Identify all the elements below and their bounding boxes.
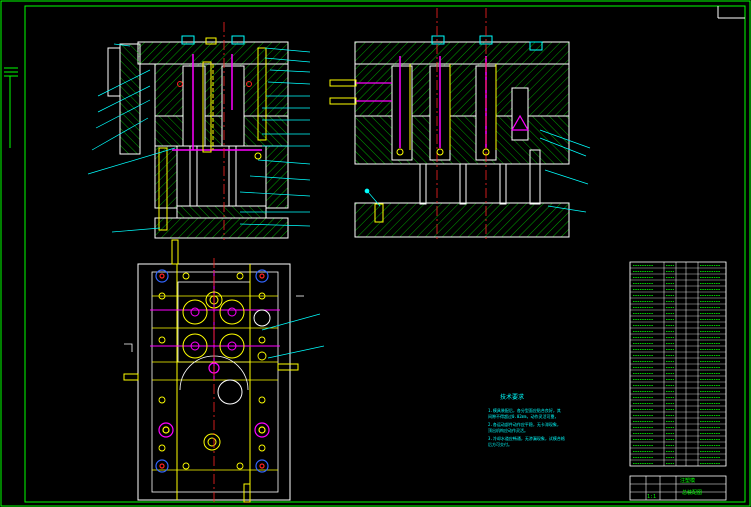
note-line-2: 间隙不得超过0.02mm，动作灵活可靠， xyxy=(488,413,558,419)
title-sheet-label: 总装配图 xyxy=(682,489,702,496)
title-scale: 1:1 xyxy=(647,494,656,500)
leaders-left-view xyxy=(87,43,311,233)
note-line-5: 3.冷却水道应畅通，无渗漏现象，试模合格 xyxy=(488,435,565,441)
note-line-4: 顶出机构应动作灵活。 xyxy=(488,427,528,433)
note-line-6: 后方可交付。 xyxy=(488,441,512,447)
bom-table xyxy=(629,261,727,467)
note-line-3: 2.各运动部件动作应平稳，无卡滞现象， xyxy=(488,421,561,427)
leaders-right-view xyxy=(364,129,591,213)
plan-view xyxy=(123,239,325,504)
notes-heading: 技术要求 xyxy=(500,393,524,401)
technical-notes: 技术要求 1.模具装配后，各分型面应贴合良好，其 间隙不得超过0.02mm，动作… xyxy=(488,393,565,447)
section-view-left xyxy=(107,22,289,240)
inner-drawing-frame xyxy=(24,5,746,503)
title-drawing-name: 注塑模 xyxy=(680,477,695,484)
note-line-1: 1.模具装配后，各分型面应贴合良好，其 xyxy=(488,407,561,413)
left-margin-marks xyxy=(4,67,18,148)
title-block: 注塑模 1:1 总装配图 xyxy=(629,475,727,501)
section-view-right xyxy=(329,8,570,240)
